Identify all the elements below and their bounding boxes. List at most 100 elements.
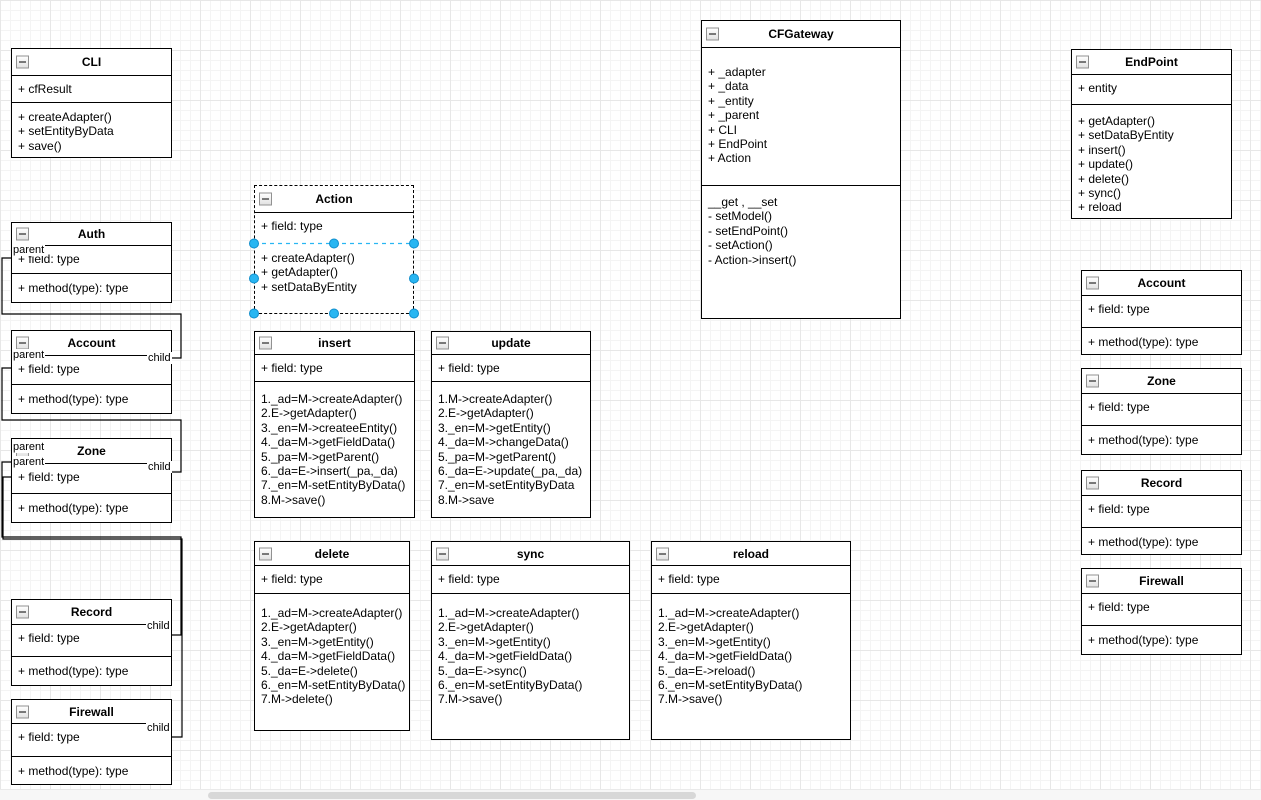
class-account-left[interactable]: Account + field: type + method(type): ty… (11, 330, 172, 414)
field-line: + EndPoint (708, 137, 768, 152)
method-line: - setModel() (708, 209, 773, 224)
method-line: + setDataByEntity (261, 279, 357, 294)
class-action[interactable]: Action + field: type + createAdapter()+ … (254, 185, 414, 314)
class-firewall-left[interactable]: Firewall + field: type + method(type): t… (11, 699, 172, 785)
class-record-right[interactable]: Record + field: type + method(type): typ… (1081, 470, 1242, 555)
collapse-icon[interactable] (16, 227, 29, 241)
class-header: Auth (12, 223, 171, 246)
class-title: Account (67, 336, 116, 350)
method-line: 5._pa=M->getParent() (438, 449, 557, 464)
method-line: 7.M->delete() (261, 692, 333, 707)
field-line: + field: type (658, 572, 720, 586)
class-endpoint[interactable]: EndPoint + entity + getAdapter()+ setDat… (1071, 49, 1232, 219)
fields-compartment: + entity (1072, 75, 1231, 105)
class-title: Record (1140, 476, 1183, 490)
methods-compartment: + method(type): type (1082, 626, 1241, 654)
method-line: 3._en=M->getEntity() (261, 634, 374, 649)
field-line: + field: type (18, 362, 80, 376)
method-line: 2.E->getAdapter() (261, 620, 357, 635)
edge-zone-firewall (2, 476, 183, 738)
field-line: + _adapter (708, 65, 766, 79)
class-reload[interactable]: reload + field: type 1._ad=M->createAdap… (651, 541, 851, 740)
method-line: 7.M->save() (438, 692, 503, 707)
class-title: Record (70, 605, 113, 619)
collapse-icon[interactable] (259, 547, 272, 560)
methods-compartment: + method(type): type (12, 757, 171, 784)
horizontal-scrollbar[interactable] (0, 789, 1261, 800)
field-line: + field: type (1088, 502, 1150, 516)
method-line: + method(type): type (18, 392, 129, 406)
class-insert[interactable]: insert + field: type 1._ad=M->createAdap… (254, 331, 415, 518)
method-line: + getAdapter() (1078, 114, 1156, 128)
class-title: Auth (77, 227, 106, 241)
edge-auth-account (1, 257, 182, 359)
methods-compartment: 1._ad=M->createAdapter()2.E->getAdapter(… (432, 594, 629, 739)
class-title: CLI (81, 55, 102, 69)
class-zone-right[interactable]: Zone + field: type + method(type): type (1081, 368, 1242, 455)
collapse-icon[interactable] (16, 55, 29, 69)
collapse-icon[interactable] (16, 336, 29, 350)
method-line: __get , __set (708, 195, 778, 209)
method-line: 1.M->createAdapter() (438, 392, 553, 406)
method-line: + setEntityByData (18, 124, 114, 139)
method-line: 5._pa=M->getParent() (261, 449, 380, 464)
edge-label-parent: parent (12, 244, 46, 256)
field-line: + field: type (18, 631, 80, 645)
fields-compartment: + field: type (1082, 496, 1241, 528)
collapse-icon[interactable] (16, 605, 29, 619)
collapse-icon[interactable] (1086, 476, 1099, 490)
class-header: delete (255, 542, 409, 566)
edge-label-child: child (146, 722, 171, 734)
fields-compartment: + _adapter+ _data+ _entity+ _parent+ CLI… (702, 48, 900, 186)
methods-compartment[interactable]: + createAdapter()+ getAdapter()+ setData… (255, 244, 413, 313)
edge-label-parent: parent (12, 349, 46, 361)
class-title: Action (315, 192, 353, 206)
class-update[interactable]: update + field: type 1.M->createAdapter(… (431, 331, 591, 518)
collapse-icon[interactable] (1086, 276, 1099, 290)
edge-label-parent: parent (12, 456, 46, 468)
collapse-icon[interactable] (16, 705, 29, 718)
field-line: + field: type (261, 572, 323, 586)
method-line: 6._en=M-setEntityByData() (261, 678, 406, 693)
method-line: 6._en=M-setEntityByData() (658, 678, 803, 693)
collapse-icon[interactable] (706, 27, 719, 41)
method-line: + method(type): type (18, 664, 129, 678)
collapse-icon[interactable] (436, 336, 449, 350)
method-line: 3._en=M->createeEntity() (261, 420, 398, 435)
method-line: 6._en=M-setEntityByData() (438, 678, 583, 693)
method-line: 3._en=M->getEntity() (438, 420, 551, 435)
class-cfgateway[interactable]: CFGateway + _adapter+ _data+ _entity+ _p… (701, 20, 901, 319)
scrollbar-thumb[interactable] (208, 792, 696, 799)
field-line: + cfResult (18, 82, 72, 96)
class-cli[interactable]: CLI + cfResult + createAdapter()+ setEnt… (11, 48, 172, 158)
class-header: Account (12, 331, 171, 356)
method-line: 4._da=M->getFieldData() (658, 649, 793, 664)
field-line: + field: type (261, 361, 323, 375)
class-account-right[interactable]: Account + field: type + method(type): ty… (1081, 270, 1242, 355)
collapse-icon[interactable] (1076, 55, 1089, 69)
field-line: + field: type (18, 470, 80, 484)
class-auth[interactable]: Auth + field: type + method(type): type (11, 222, 172, 303)
class-sync[interactable]: sync + field: type 1._ad=M->createAdapte… (431, 541, 630, 740)
collapse-icon[interactable] (1086, 574, 1099, 588)
fields-compartment: + field: type (432, 355, 590, 382)
collapse-icon[interactable] (259, 336, 272, 350)
class-firewall-right[interactable]: Firewall + field: type + method(type): t… (1081, 568, 1242, 655)
fields-compartment: + field: type (255, 213, 413, 244)
method-line: 2.E->getAdapter() (438, 406, 534, 421)
field-line: + _data (708, 79, 749, 94)
collapse-icon[interactable] (436, 547, 449, 560)
fields-compartment: + cfResult (12, 76, 171, 103)
class-record-left[interactable]: Record + field: type + method(type): typ… (11, 599, 172, 686)
collapse-icon[interactable] (1086, 374, 1099, 388)
collapse-icon[interactable] (259, 192, 272, 206)
edge-label-child: child (146, 620, 171, 632)
collapse-icon[interactable] (656, 547, 669, 560)
class-delete[interactable]: delete + field: type 1._ad=M->createAdap… (254, 541, 410, 731)
methods-compartment: + method(type): type (12, 274, 171, 302)
method-line: 5._da=E->sync() (438, 663, 527, 678)
methods-compartment: + method(type): type (12, 385, 171, 413)
method-line: 3._en=M->getEntity() (438, 634, 551, 649)
class-header: CFGateway (702, 21, 900, 48)
